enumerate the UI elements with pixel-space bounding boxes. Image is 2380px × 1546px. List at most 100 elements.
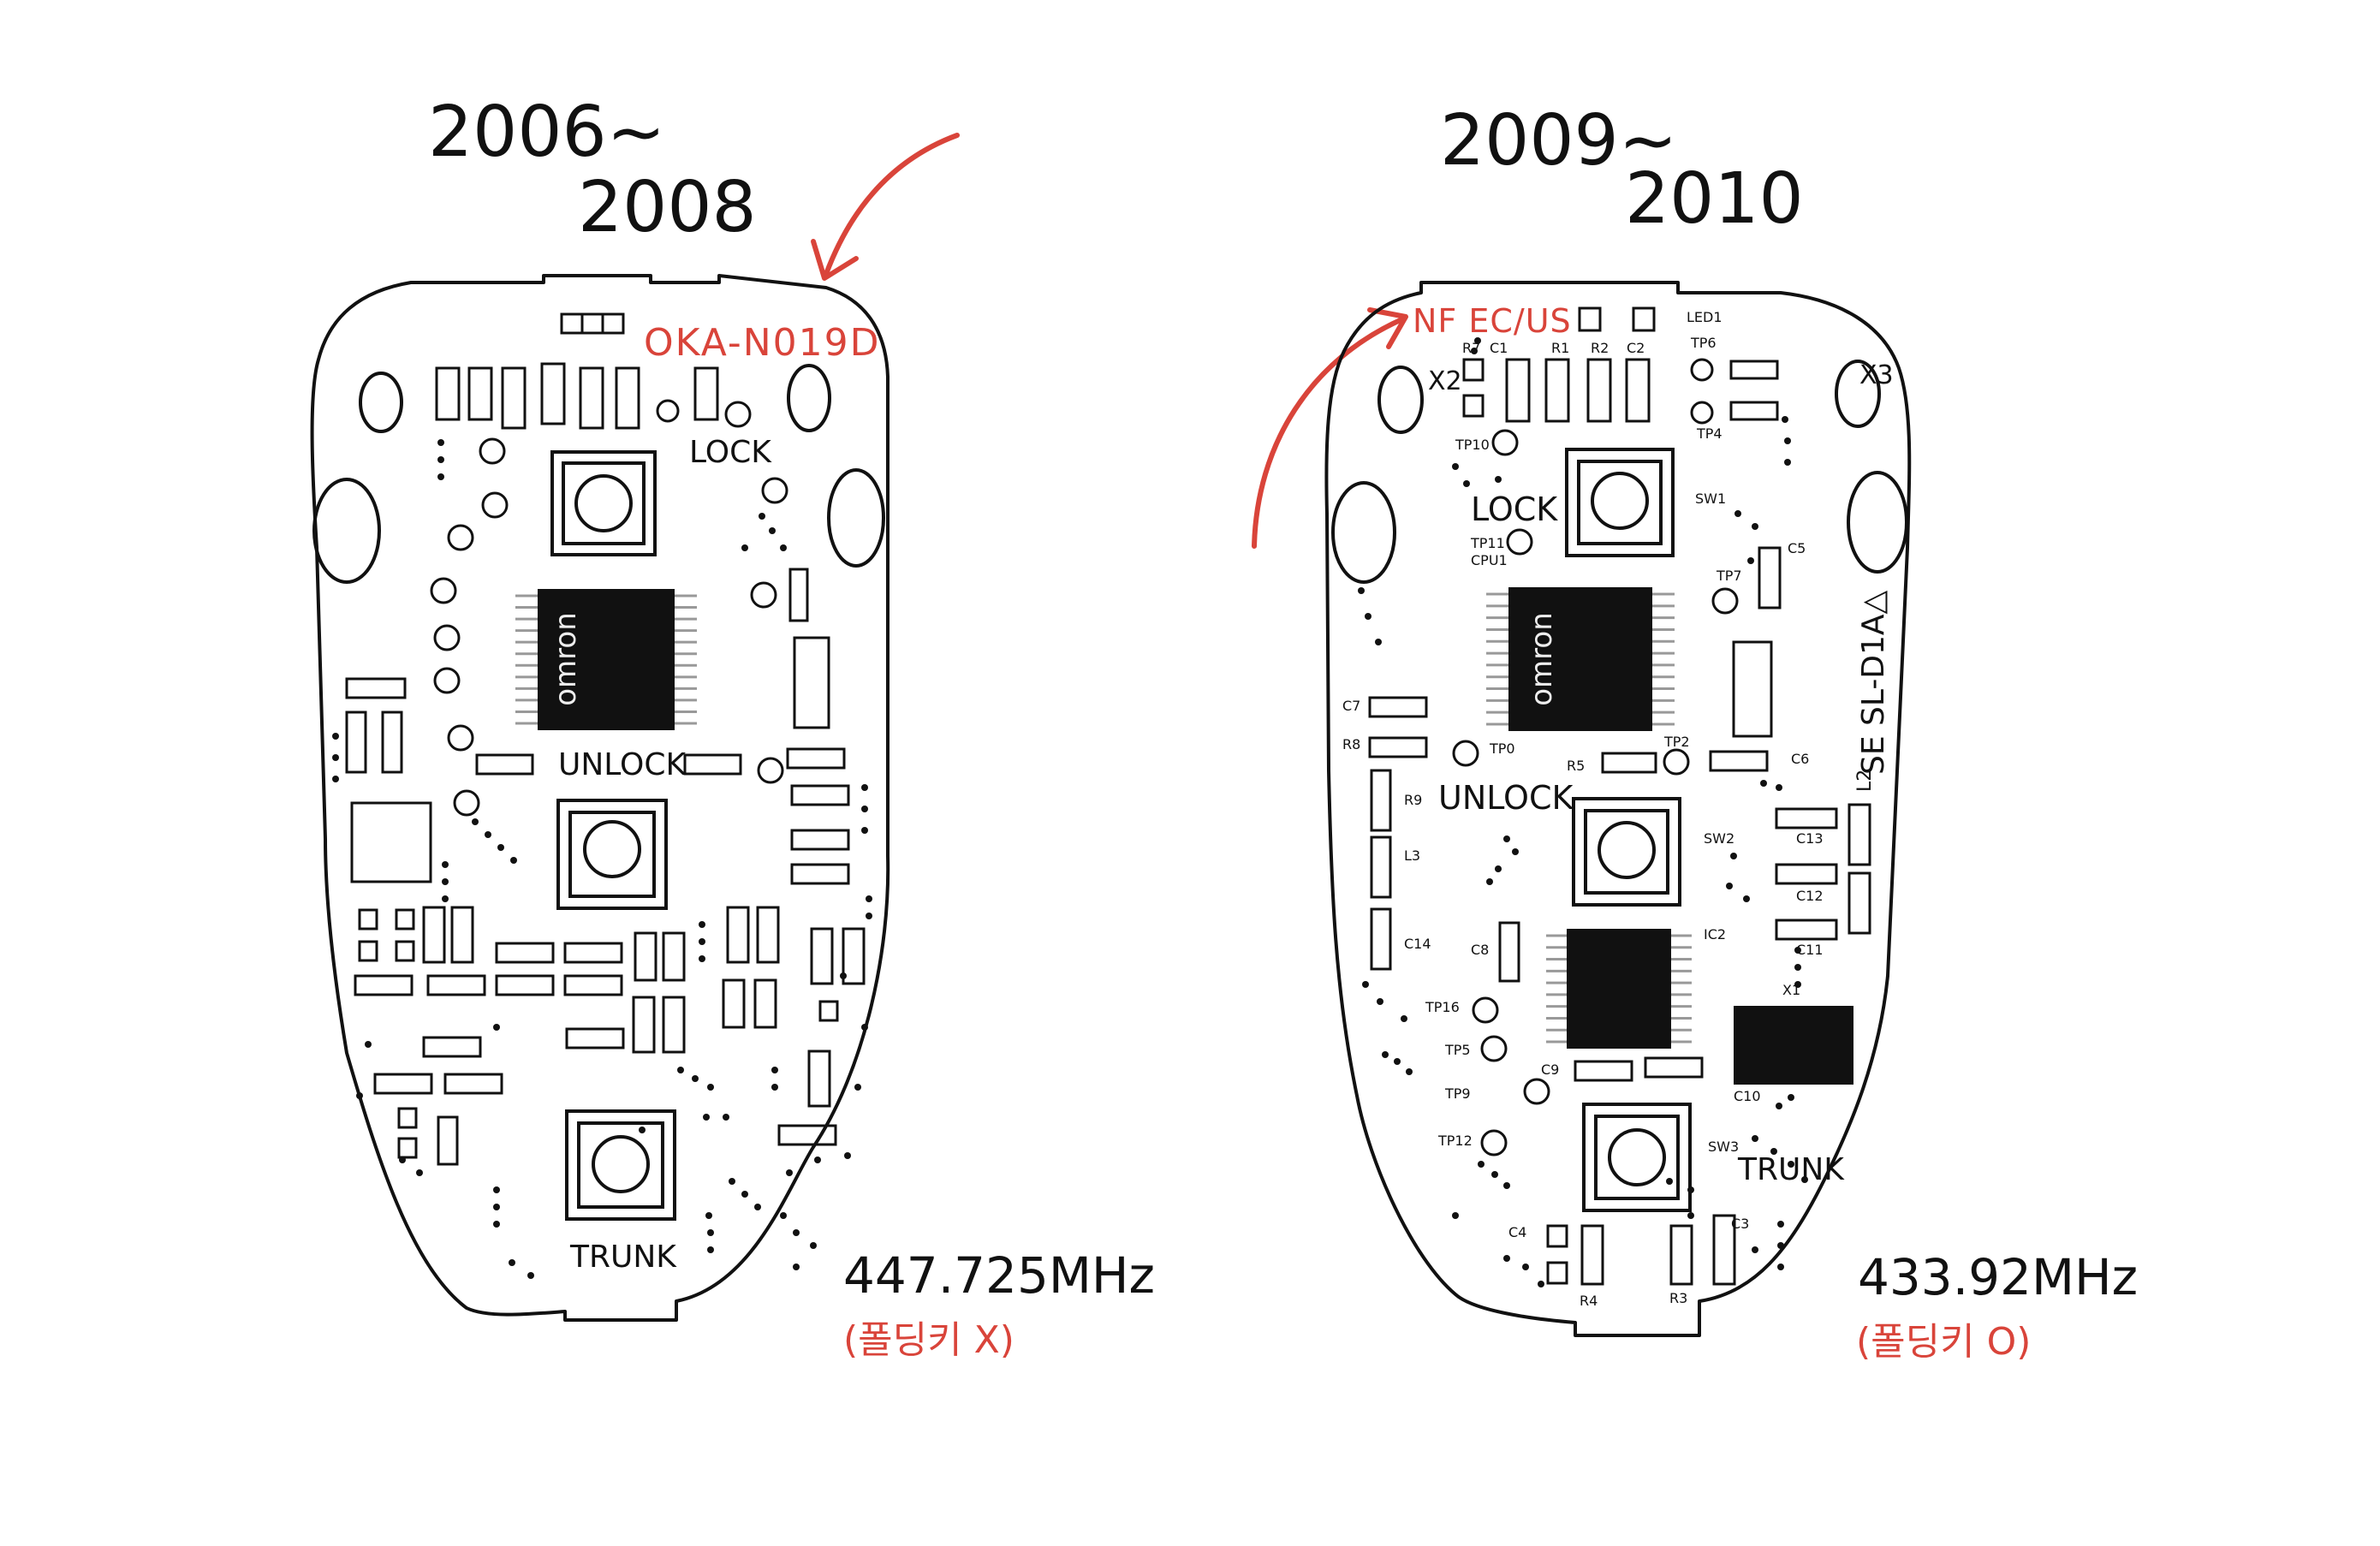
chip-brand: omron <box>549 612 583 706</box>
smd-component <box>495 974 555 996</box>
via-dot <box>840 972 847 979</box>
via-dot <box>771 1084 778 1091</box>
svg-text:C2: C2 <box>1627 340 1645 356</box>
via-dot <box>1452 1212 1459 1219</box>
side-components <box>1368 640 1871 983</box>
via-dot <box>723 1114 729 1121</box>
via-dot <box>1801 1176 1808 1183</box>
chip-pins <box>515 594 697 725</box>
via-dot <box>861 806 868 812</box>
via-dot <box>527 1272 534 1279</box>
component-labels: X2 X3 R7 C1 R1 R2 C2 TP6 TP4 TP10 SW1 TP… <box>1342 335 1894 1309</box>
smd-component <box>563 974 623 996</box>
svg-text:TP11: TP11 <box>1470 535 1505 551</box>
years-line1: 2006~ <box>428 92 665 173</box>
svg-text:C4: C4 <box>1508 1224 1526 1240</box>
omron-chip: omron <box>1486 587 1675 731</box>
via-dot <box>729 1178 735 1185</box>
via-dot <box>814 1157 821 1163</box>
chip-pins <box>1486 592 1675 726</box>
svg-text:TP6: TP6 <box>1690 335 1717 351</box>
unlock-label: UNLOCK <box>1438 779 1574 817</box>
svg-text:R2: R2 <box>1591 340 1609 356</box>
via-dot <box>793 1264 800 1270</box>
via-dot <box>1495 865 1502 872</box>
via-dot <box>866 913 872 919</box>
years-line1: 2009~ <box>1440 100 1677 181</box>
svg-text:R9: R9 <box>1404 792 1422 808</box>
svg-text:IC2: IC2 <box>1704 926 1726 942</box>
via-dot <box>493 1186 500 1193</box>
via-dot <box>810 1242 817 1249</box>
smd-component <box>426 974 486 996</box>
board-outline <box>310 274 890 1322</box>
svg-text:C14: C14 <box>1404 936 1431 952</box>
svg-text:SW3: SW3 <box>1708 1139 1739 1155</box>
via-dot <box>707 1246 714 1253</box>
folding-key-label: (폴딩키 X) <box>843 1318 1014 1362</box>
via-dots <box>1358 337 1808 1287</box>
via-dot <box>1503 835 1510 842</box>
via-dot <box>442 878 449 885</box>
frequency-label: 433.92MHz <box>1858 1248 2138 1306</box>
via-dot <box>1777 1221 1784 1228</box>
model-arrow <box>1252 316 1407 549</box>
svg-text:TP2: TP2 <box>1663 734 1690 750</box>
via-dot <box>1495 476 1502 483</box>
via-dot <box>1794 947 1801 954</box>
svg-text:SW1: SW1 <box>1695 491 1726 507</box>
via-dot <box>639 1127 646 1133</box>
lock-switch <box>1565 448 1675 557</box>
smd-component <box>632 996 656 1054</box>
board-2009-2010: 2009~ 2010 NF EC/US LED1 X2 X3 R7 C1 R1 … <box>1252 100 2138 1364</box>
chip-pins <box>1546 934 1692 1044</box>
via-dot <box>1794 981 1801 988</box>
via-dot <box>1794 964 1801 971</box>
svg-text:C10: C10 <box>1734 1088 1761 1104</box>
lower-components <box>1472 996 1736 1286</box>
trunk-label: TRUNK <box>1737 1152 1845 1187</box>
unlock-row-resistors <box>475 747 850 885</box>
top-components <box>1462 358 1782 615</box>
smd-component <box>756 906 780 964</box>
via-dot <box>759 513 765 520</box>
via-dot <box>1401 1015 1407 1022</box>
smd-component <box>358 940 378 962</box>
lock-label: LOCK <box>1471 491 1558 528</box>
board-outline <box>1324 281 1912 1337</box>
unlock-switch <box>1572 797 1681 907</box>
smd-component <box>437 1115 459 1166</box>
ic2-chip <box>1546 929 1692 1049</box>
via-dot <box>771 1067 778 1073</box>
model-arrow-head <box>1367 307 1408 349</box>
via-dot <box>1770 1148 1777 1155</box>
via-dot <box>703 1114 710 1121</box>
svg-text:C1: C1 <box>1490 340 1508 356</box>
svg-text:R8: R8 <box>1342 736 1360 752</box>
model-arrow-head <box>811 239 859 281</box>
smd-component <box>726 906 750 964</box>
svg-text:TP12: TP12 <box>1437 1133 1473 1149</box>
smd-component <box>450 906 474 964</box>
via-dot <box>399 1157 406 1163</box>
svg-text:R3: R3 <box>1669 1290 1687 1306</box>
via-dot <box>472 818 479 825</box>
via-dot <box>1365 613 1371 620</box>
unlock-switch <box>556 799 668 910</box>
via-dot <box>1777 1242 1784 1249</box>
svg-text:X2: X2 <box>1428 366 1462 396</box>
via-dot <box>437 456 444 463</box>
via-dot <box>365 1041 372 1048</box>
via-dot <box>1474 337 1481 344</box>
mounting-holes <box>312 364 885 584</box>
smd-component <box>443 1073 503 1095</box>
via-dot <box>1406 1068 1413 1075</box>
via-dot <box>1486 878 1493 885</box>
svg-text:X3: X3 <box>1859 360 1894 390</box>
via-dot <box>699 938 705 945</box>
via-dot <box>1666 1178 1673 1185</box>
via-dot <box>356 1092 363 1099</box>
via-dot <box>1382 1051 1389 1058</box>
folding-key-label: (폴딩키 O) <box>1856 1320 2031 1364</box>
via-dot <box>1777 1264 1784 1270</box>
